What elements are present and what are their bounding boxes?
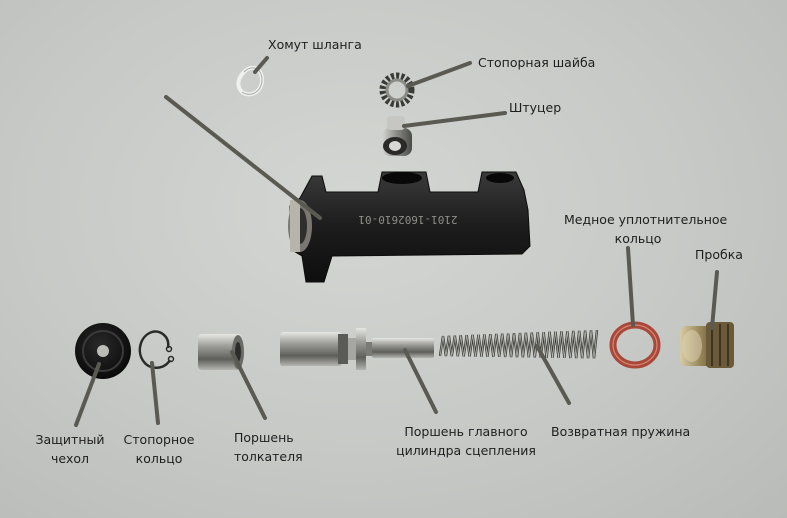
fitting-part: [382, 116, 412, 156]
leader-pusher-piston: [230, 350, 267, 420]
leader-retaining-ring: [150, 361, 160, 425]
master-piston-part: [280, 328, 434, 370]
label-copper-ring: Медное уплотнительное кольцо: [564, 210, 728, 248]
label-master-piston-line2: цилиндра сцепления: [396, 443, 536, 458]
body-casting-marking: 2101-1602610-01: [358, 213, 457, 226]
leader-hose-clamp: [253, 56, 269, 74]
leader-plug: [710, 270, 719, 330]
spring-coil-highlight: [439, 329, 598, 359]
label-retaining-ring-line2: кольцо: [135, 451, 183, 466]
label-retaining-ring: Стопорное кольцо: [115, 430, 203, 468]
plug-part: [680, 322, 734, 368]
label-lock-washer: Стопорная шайба: [478, 55, 596, 70]
master-cylinder-body: 2101-1602610-01: [288, 171, 531, 283]
label-boot-line2: чехол: [50, 451, 90, 466]
label-pusher-piston-line2: толкателя: [234, 449, 303, 464]
leader-lines: [74, 56, 719, 427]
protective-boot-part: [75, 323, 131, 379]
leader-boot: [74, 362, 101, 427]
leader-master-piston: [403, 348, 438, 414]
label-return-spring: Возвратная пружина: [551, 424, 691, 439]
label-copper-ring-line1: Медное уплотнительное: [564, 212, 728, 227]
return-spring-part: [438, 329, 599, 359]
lock-washer-part: [379, 72, 415, 108]
leader-copper-ring: [626, 246, 635, 327]
label-pusher-piston: Поршень толкателя: [234, 428, 303, 466]
leader-body: [164, 95, 322, 220]
label-master-piston: Поршень главного цилиндра сцепления: [388, 422, 544, 460]
label-protective-boot: Защитный чехол: [28, 430, 112, 468]
leader-fitting: [402, 111, 507, 128]
retaining-ring-part: [138, 330, 175, 369]
label-master-piston-line1: Поршень главного: [404, 424, 528, 439]
copper-ring-part: [609, 321, 661, 369]
label-hose-clamp: Хомут шланга: [268, 37, 362, 52]
leader-return-spring: [535, 344, 571, 405]
label-pusher-piston-line1: Поршень: [234, 430, 294, 445]
label-plug: Пробка: [695, 247, 743, 262]
label-boot-line1: Защитный: [35, 432, 105, 447]
label-retaining-ring-line1: Стопорное: [123, 432, 195, 447]
hose-clamp-part: [236, 65, 265, 97]
leader-lock-washer: [406, 61, 472, 88]
label-fitting: Штуцер: [509, 100, 562, 115]
label-copper-ring-line2: кольцо: [614, 231, 662, 246]
